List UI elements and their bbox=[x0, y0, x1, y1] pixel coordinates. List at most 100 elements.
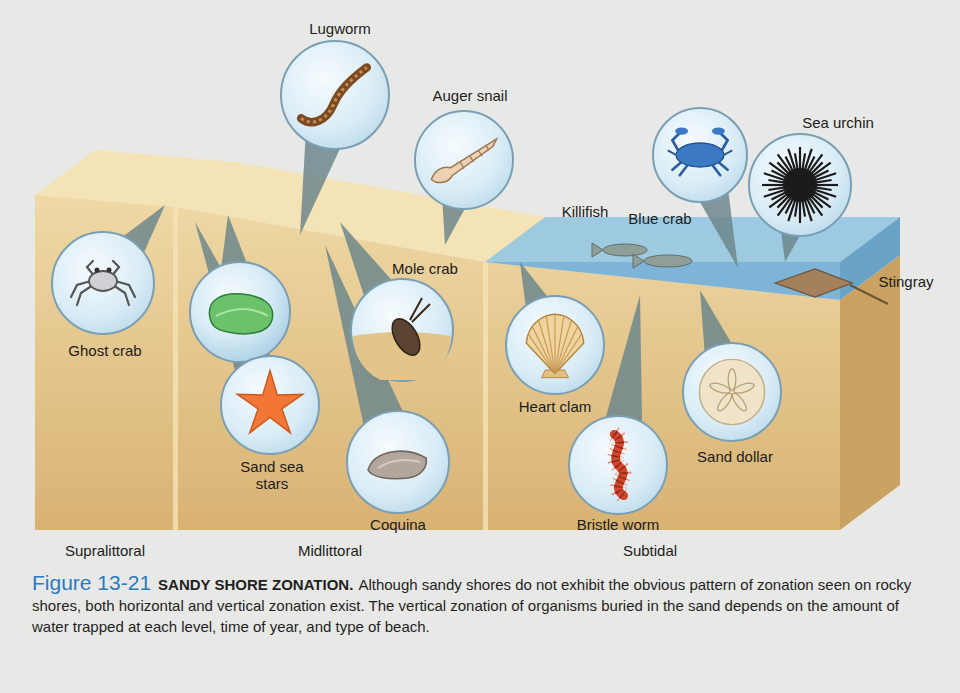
illustration-line bbox=[799, 199, 801, 223]
illustration-path bbox=[368, 451, 426, 478]
unlabeled-circle bbox=[190, 262, 290, 362]
illustration-path bbox=[633, 254, 644, 268]
illustration-path bbox=[668, 150, 732, 155]
figure-title: SANDY SHORE ZONATION. bbox=[158, 576, 353, 593]
organism-circle: Blue crab bbox=[652, 107, 748, 203]
illustration-path bbox=[209, 294, 272, 334]
illustration-ellipse bbox=[733, 381, 755, 395]
organism-label: Sea urchin bbox=[802, 114, 874, 131]
illustration-circle bbox=[190, 262, 290, 362]
illustration-path bbox=[71, 261, 135, 305]
organism-label: Blue crab bbox=[628, 210, 691, 227]
organism-circle: Sand dollar bbox=[682, 342, 782, 442]
illustration-ellipse bbox=[709, 381, 731, 395]
illustration-circle bbox=[699, 359, 764, 424]
figure-number: Figure 13-21 bbox=[32, 571, 151, 594]
illustration-path bbox=[614, 434, 624, 495]
organism-illustration bbox=[654, 109, 746, 201]
illustration-path bbox=[614, 434, 624, 495]
illustration-line bbox=[555, 327, 578, 374]
organism-circle: Bristle worm bbox=[568, 415, 668, 515]
organism-label: Sand sea stars bbox=[236, 458, 308, 492]
illustration-line bbox=[813, 173, 836, 180]
illustration-ellipse bbox=[603, 244, 647, 256]
illustration-path bbox=[460, 146, 489, 169]
organism-label: Auger snail bbox=[432, 87, 507, 104]
illustration-line bbox=[529, 334, 555, 373]
illustration-path bbox=[672, 133, 727, 175]
illustration-ellipse bbox=[676, 143, 724, 167]
illustration-path bbox=[775, 269, 852, 297]
illustration-line bbox=[788, 149, 795, 172]
illustration-ellipse bbox=[675, 127, 688, 134]
illustration-line bbox=[555, 334, 581, 373]
illustration-path bbox=[301, 67, 367, 122]
zone-label: Subtidal bbox=[623, 542, 677, 559]
organism-illustration bbox=[352, 280, 452, 380]
illustration-line bbox=[764, 189, 787, 196]
illustration-ellipse bbox=[386, 314, 425, 360]
zone-label: Midlittoral bbox=[298, 542, 362, 559]
organism-illustration bbox=[416, 112, 512, 208]
sand-side bbox=[840, 255, 900, 530]
illustration-path bbox=[216, 309, 268, 316]
organism-label: Heart clam bbox=[519, 398, 592, 415]
illustration-g bbox=[71, 261, 135, 305]
organism-label: Killifish bbox=[562, 203, 609, 220]
zone-strip bbox=[173, 207, 178, 530]
illustration-line bbox=[555, 321, 571, 374]
illustration-circle bbox=[95, 268, 100, 273]
organism-circle: Mole crab bbox=[350, 278, 454, 382]
illustration-line bbox=[546, 317, 555, 374]
organism-label: Bristle worm bbox=[577, 516, 660, 533]
organism-circle: Coquina bbox=[346, 410, 450, 514]
illustration-circle bbox=[107, 268, 112, 273]
stingray bbox=[775, 269, 888, 304]
illustration-line bbox=[799, 147, 801, 171]
fish bbox=[592, 243, 692, 268]
zone-strip bbox=[483, 262, 488, 530]
organism-circle: Lugworm bbox=[280, 40, 390, 150]
illustration-ellipse bbox=[730, 391, 749, 413]
organism-illustration bbox=[348, 412, 448, 512]
zone-label: Supralittoral bbox=[65, 542, 145, 559]
illustration-path bbox=[378, 460, 420, 468]
organism-illustration bbox=[570, 417, 666, 513]
illustration-path bbox=[614, 434, 624, 495]
illustration-ellipse bbox=[644, 255, 692, 267]
pointer-tails bbox=[83, 88, 826, 470]
organism-circle: Ghost crab bbox=[51, 231, 155, 335]
organism-label: Sand dollar bbox=[697, 448, 773, 465]
water-top bbox=[485, 217, 900, 262]
illustration-ellipse bbox=[89, 271, 117, 291]
organism-label: Mole crab bbox=[392, 260, 458, 277]
organism-circle: Sand sea stars bbox=[220, 355, 320, 455]
illustration-line bbox=[814, 184, 838, 186]
illustration-path bbox=[526, 314, 584, 374]
organism-label: Stingray bbox=[878, 273, 933, 290]
illustration-line bbox=[762, 184, 786, 186]
organism-illustration bbox=[750, 135, 850, 235]
illustration-line bbox=[539, 321, 555, 374]
illustration-g bbox=[672, 133, 727, 175]
organism-illustration bbox=[507, 297, 603, 393]
illustration-ellipse bbox=[715, 391, 734, 413]
organism-illustration bbox=[684, 344, 780, 440]
organism-illustration bbox=[222, 357, 318, 453]
organism-label: Coquina bbox=[370, 516, 426, 533]
caption-block: Figure 13-21SANDY SHORE ZONATION.Althoug… bbox=[32, 572, 912, 637]
illustration-path bbox=[592, 243, 603, 257]
illustration-path bbox=[410, 298, 430, 322]
organism-circle: Heart clam bbox=[505, 295, 605, 395]
organism-label: Ghost crab bbox=[68, 342, 141, 359]
illustration-ellipse bbox=[728, 369, 736, 390]
illustration-polygon bbox=[237, 370, 303, 432]
organism-illustration bbox=[53, 233, 153, 333]
illustration-path bbox=[301, 67, 367, 122]
organism-label: Lugworm bbox=[309, 20, 371, 37]
organism-circle: Auger snail bbox=[414, 110, 514, 210]
illustration-path bbox=[431, 139, 496, 183]
illustration-line bbox=[804, 198, 811, 221]
illustration-line bbox=[554, 315, 555, 374]
illustration-circle bbox=[783, 168, 817, 202]
